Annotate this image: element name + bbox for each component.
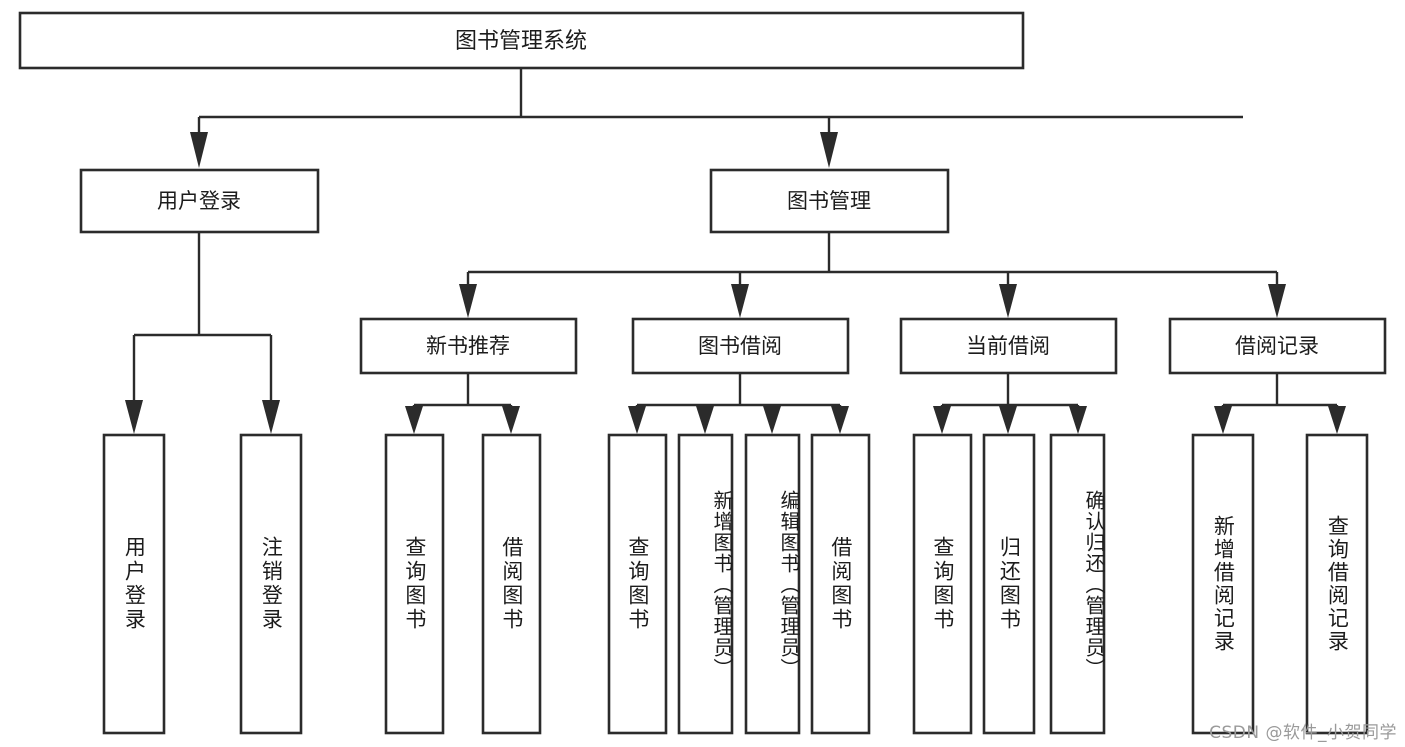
arrow-icon — [933, 406, 951, 434]
connector-borrow-record-to-leaves — [1214, 373, 1346, 434]
connector-book-manage-to-level3 — [459, 232, 1286, 318]
leaf-query-book-2-box[interactable] — [607, 433, 668, 735]
node-borrow-record[interactable]: 借阅记录 — [1168, 317, 1387, 375]
arrow-icon — [459, 284, 477, 318]
csdn-watermark: CSDN @软件_小贺同学 — [1209, 723, 1397, 743]
leaf-query-book-3-box[interactable] — [912, 433, 973, 735]
node-book-manage-label: 图书管理 — [787, 189, 871, 213]
leaf-confirm-return-box[interactable] — [1049, 433, 1106, 735]
arrow-icon — [731, 284, 749, 318]
arrow-icon — [628, 406, 646, 434]
arrow-icon — [1328, 406, 1346, 434]
arrow-icon — [405, 406, 423, 434]
arrow-icon — [190, 132, 208, 168]
leaf-borrow-book-1-box[interactable] — [481, 433, 542, 735]
leaf-borrow-book-2-box[interactable] — [810, 433, 871, 735]
arrow-icon — [696, 406, 714, 434]
connector-root-to-level2 — [190, 68, 1243, 168]
arrow-icon — [999, 284, 1017, 318]
leaf-add-record-box[interactable] — [1191, 433, 1255, 735]
connector-new-book-rec-to-leaves — [405, 373, 520, 434]
arrow-icon — [262, 400, 280, 434]
leaf-return-book-box[interactable] — [982, 433, 1036, 735]
node-new-book-rec-box — [359, 317, 578, 375]
arrow-icon — [125, 400, 143, 434]
arrow-icon — [763, 406, 781, 434]
connector-user-login-to-leaves — [125, 232, 280, 434]
arrow-icon — [1069, 406, 1087, 434]
connector-current-borrow-to-leaves — [933, 373, 1087, 434]
leaf-user-login-box[interactable] — [102, 433, 166, 735]
connector-book-borrow-to-leaves — [628, 373, 849, 434]
arrow-icon — [502, 406, 520, 434]
leaf-edit-book-box[interactable] — [744, 433, 801, 735]
node-user-login[interactable]: 用户登录 — [79, 168, 320, 234]
arrow-icon — [1214, 406, 1232, 434]
node-book-manage[interactable]: 图书管理 — [709, 168, 950, 234]
node-current-borrow-box — [899, 317, 1118, 375]
node-current-borrow-label: 当前借阅 — [966, 334, 1050, 358]
node-user-login-box — [79, 168, 320, 234]
node-root-box — [18, 11, 1025, 70]
node-new-book-rec-label: 新书推荐 — [426, 334, 510, 358]
arrow-icon — [999, 406, 1017, 434]
arrow-icon — [831, 406, 849, 434]
leaf-query-record-box[interactable] — [1305, 433, 1369, 735]
arrow-icon — [820, 132, 838, 168]
node-current-borrow[interactable]: 当前借阅 — [899, 317, 1118, 375]
node-book-borrow[interactable]: 图书借阅 — [631, 317, 850, 375]
node-root[interactable]: 图书管理系统 — [18, 11, 1025, 70]
node-borrow-record-label: 借阅记录 — [1235, 334, 1319, 358]
leaf-query-book-1-box[interactable] — [384, 433, 445, 735]
node-book-borrow-label: 图书借阅 — [698, 334, 782, 358]
arrow-icon — [1268, 284, 1286, 318]
node-user-login-label: 用户登录 — [157, 189, 241, 213]
node-root-label: 图书管理系统 — [455, 29, 587, 54]
node-new-book-rec[interactable]: 新书推荐 — [359, 317, 578, 375]
leaf-logout-box[interactable] — [239, 433, 303, 735]
leaf-add-book-box[interactable] — [677, 433, 734, 735]
